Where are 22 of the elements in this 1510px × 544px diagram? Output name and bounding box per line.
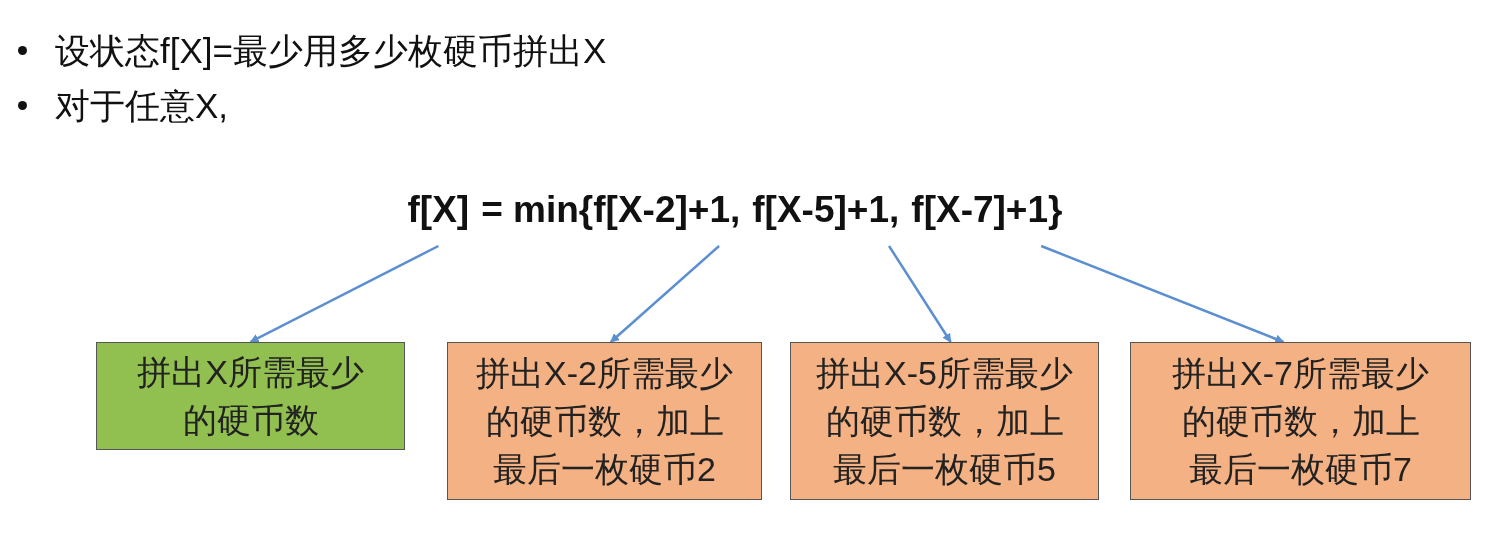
text-box	[96, 342, 405, 450]
arrow	[887, 245, 952, 343]
box-text: 拼出X-5所需最少的硬币数，加上最后一枚硬币5	[815, 353, 1074, 490]
arrow	[609, 245, 720, 343]
box-text: 拼出X-2所需最少的硬币数，加上最后一枚硬币2	[475, 353, 734, 490]
formula-text: ,	[889, 188, 900, 232]
text-box	[447, 342, 762, 500]
formula-term: f[X-7]+1	[911, 188, 1049, 246]
bullet-text: 对于任意X,	[55, 85, 229, 127]
formula-text: = min{	[481, 188, 594, 232]
bullet-text: 设状态f[X]=最少用多少枚硬币拼出X	[55, 30, 607, 72]
text-box	[1130, 342, 1471, 500]
arrow	[1040, 244, 1285, 344]
formula-text: }	[1048, 188, 1063, 232]
formula-term: f[X-5]+1	[752, 188, 890, 246]
box-text: 拼出X所需最少的硬币数	[136, 352, 365, 441]
box-text: 拼出X-7所需最少的硬币数，加上最后一枚硬币7	[1171, 353, 1430, 490]
arrow	[249, 244, 439, 344]
formula-text: ,	[730, 188, 741, 232]
text-box	[790, 342, 1099, 500]
formula-term: f[X-2]+1	[593, 188, 730, 246]
formula-term: f[X]	[407, 188, 470, 246]
